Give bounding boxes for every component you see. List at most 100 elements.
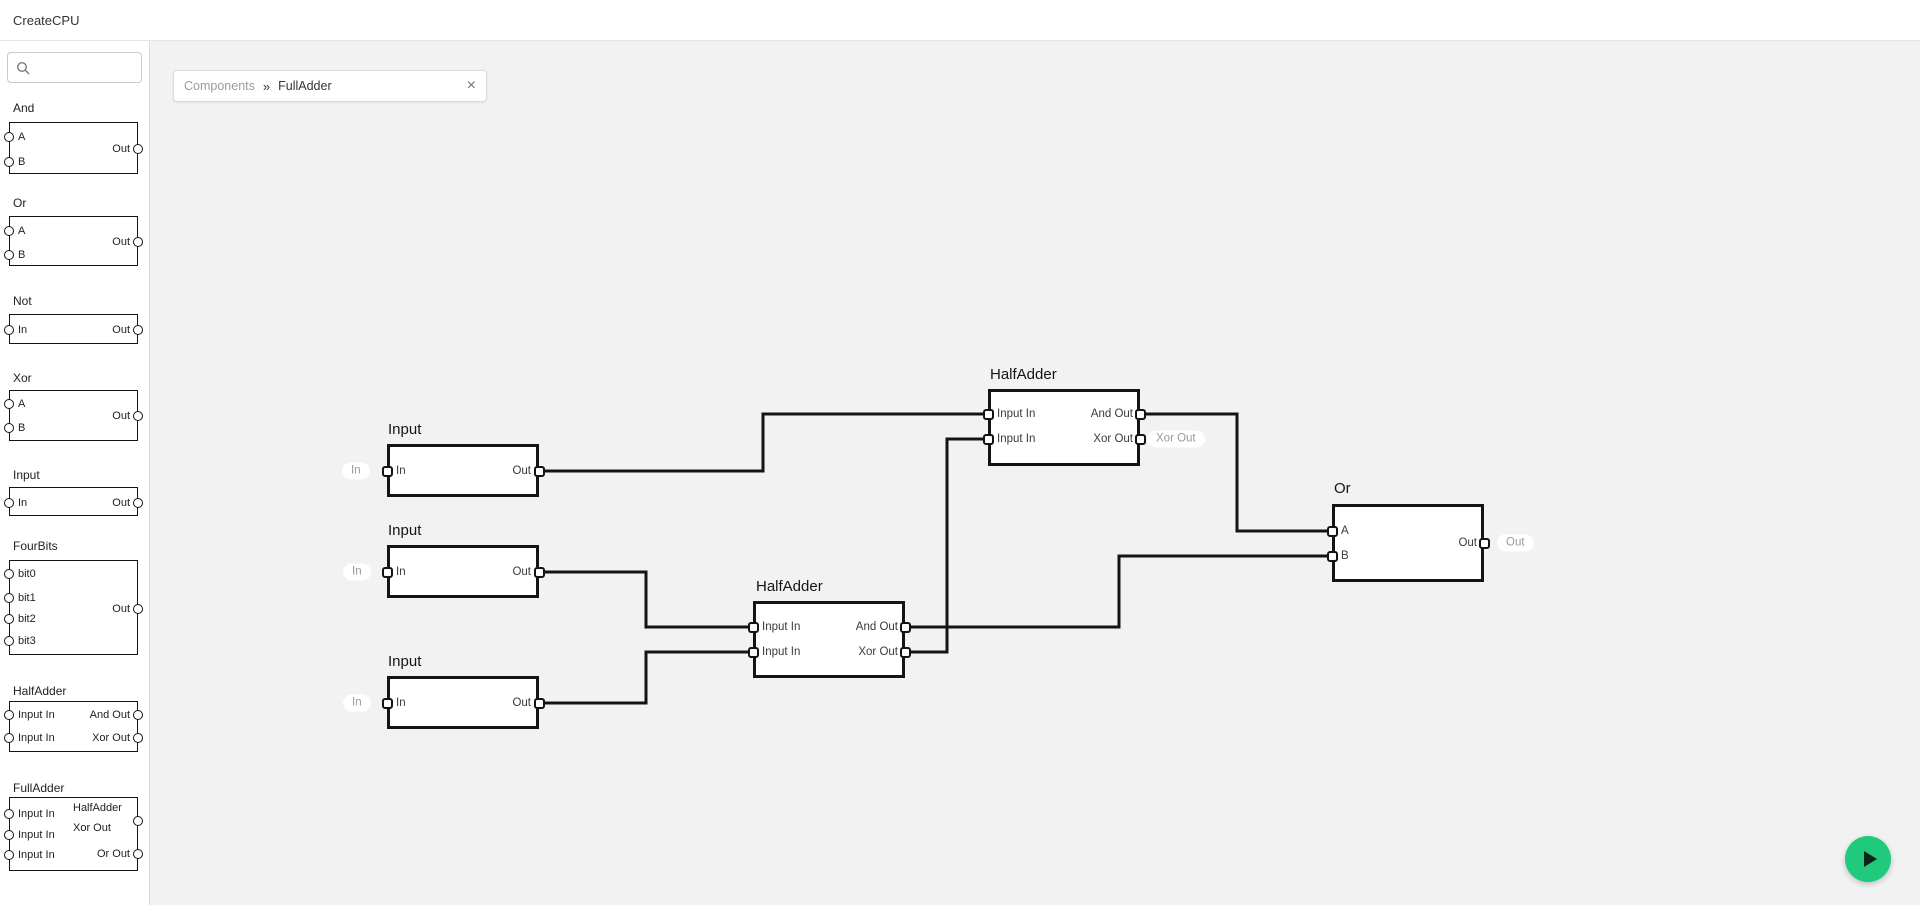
port-label: B: [18, 422, 26, 434]
node-title: Input: [388, 653, 422, 670]
port-label: And Out: [1090, 408, 1133, 420]
port-in-icon: [4, 399, 14, 409]
component-preview[interactable]: A B Out: [4, 390, 143, 441]
port-out[interactable]: [533, 697, 545, 709]
port-label: bit1: [18, 592, 36, 604]
port-out[interactable]: [1478, 537, 1490, 549]
tab-fulladder[interactable]: Components » FullAdder ×: [173, 70, 487, 102]
port-out[interactable]: [1134, 408, 1146, 420]
port-in-icon: [4, 733, 14, 743]
node-title: HalfAdder: [756, 578, 823, 595]
port-label: Input In: [18, 808, 55, 820]
wire[interactable]: [539, 650, 753, 705]
port-label: In: [396, 697, 406, 709]
port-in-icon: [4, 830, 14, 840]
port-out[interactable]: [899, 646, 911, 658]
port-label: Xor Out: [1093, 433, 1133, 445]
node-title: Or: [1334, 480, 1351, 497]
port-out[interactable]: [899, 621, 911, 633]
wire[interactable]: [539, 412, 988, 473]
component-preview[interactable]: Input In Input In Input In HalfAdder Xor…: [4, 797, 143, 871]
search-box[interactable]: [7, 52, 142, 83]
port-out-icon: [133, 816, 143, 826]
port-label: A: [18, 398, 26, 410]
port-label: A: [18, 131, 26, 143]
sidebar-item-title: And: [13, 101, 35, 115]
port-in-icon: [4, 710, 14, 720]
port-label: Xor Out: [858, 646, 898, 658]
close-icon[interactable]: ×: [466, 77, 476, 94]
play-icon: [1863, 851, 1877, 867]
component-preview[interactable]: Input In Input In And Out Xor Out: [4, 701, 143, 752]
port-label: Out: [112, 603, 130, 615]
port-label: bit3: [18, 635, 36, 647]
node-title: HalfAdder: [990, 366, 1057, 383]
wire[interactable]: [539, 570, 753, 629]
component-preview[interactable]: A B Out: [4, 122, 143, 174]
port-in-icon: [4, 809, 14, 819]
port-in-icon: [4, 157, 14, 167]
breadcrumb-root[interactable]: Components: [184, 79, 255, 93]
component-preview[interactable]: In Out: [4, 314, 143, 344]
port-out[interactable]: [533, 465, 545, 477]
port-in[interactable]: [1326, 550, 1338, 562]
port-in[interactable]: [381, 465, 393, 477]
port-in-icon: [4, 614, 14, 624]
component-preview[interactable]: In Out: [4, 487, 143, 516]
search-input[interactable]: [36, 59, 140, 76]
chevron-double-right-icon: »: [262, 78, 271, 94]
port-in-icon: [4, 423, 14, 433]
app-title: CreateCPU: [13, 12, 80, 28]
sidebar-item-title: Or: [13, 196, 27, 210]
port-label: Input In: [18, 732, 55, 744]
port-in[interactable]: [747, 646, 759, 658]
sidebar-item-title: FourBits: [13, 539, 58, 553]
port-in[interactable]: [982, 433, 994, 445]
port-label: Input In: [18, 829, 55, 841]
sidebar-item-title: FullAdder: [13, 781, 65, 795]
port-label: Input In: [762, 646, 801, 658]
port-in[interactable]: [1326, 525, 1338, 537]
port-in-icon: [4, 325, 14, 335]
port-in[interactable]: [747, 621, 759, 633]
port-label: Out: [512, 566, 531, 578]
app-header: CreateCPU: [0, 0, 1920, 41]
port-in[interactable]: [381, 697, 393, 709]
port-label: Input In: [997, 408, 1036, 420]
port-label: In: [396, 566, 406, 578]
component-preview[interactable]: A B Out: [4, 216, 143, 266]
port-in-icon: [4, 498, 14, 508]
sidebar-item-title: Not: [13, 294, 32, 308]
wire[interactable]: [1140, 412, 1332, 533]
port-label: Out: [112, 143, 130, 155]
port-out-icon: [133, 325, 143, 335]
port-out-icon: [133, 144, 143, 154]
port-label: Out: [512, 697, 531, 709]
port-out-icon: [133, 710, 143, 720]
port-out-icon: [133, 411, 143, 421]
port-out-icon: [133, 849, 143, 859]
port-label: Out: [112, 324, 130, 336]
node-halfadder-bottom[interactable]: [753, 601, 905, 678]
wire[interactable]: [905, 437, 988, 654]
component-preview[interactable]: bit0 bit1 bit2 bit3 Out: [4, 560, 143, 655]
port-out[interactable]: [533, 566, 545, 578]
port-label: A: [1341, 525, 1349, 537]
port-in-icon: [4, 850, 14, 860]
node-input-2[interactable]: [387, 545, 539, 598]
port-in-icon: [4, 636, 14, 646]
external-input-tag: In: [343, 694, 371, 712]
port-label: Out: [1458, 537, 1477, 549]
port-in[interactable]: [381, 566, 393, 578]
port-in[interactable]: [982, 408, 994, 420]
external-input-tag: In: [342, 462, 370, 480]
run-button[interactable]: [1845, 836, 1891, 882]
port-out[interactable]: [1134, 433, 1146, 445]
port-label: Input In: [997, 433, 1036, 445]
node-halfadder-top[interactable]: [988, 389, 1140, 466]
wire[interactable]: [905, 554, 1332, 629]
port-label: In: [396, 465, 406, 477]
port-label: Out: [112, 410, 130, 422]
